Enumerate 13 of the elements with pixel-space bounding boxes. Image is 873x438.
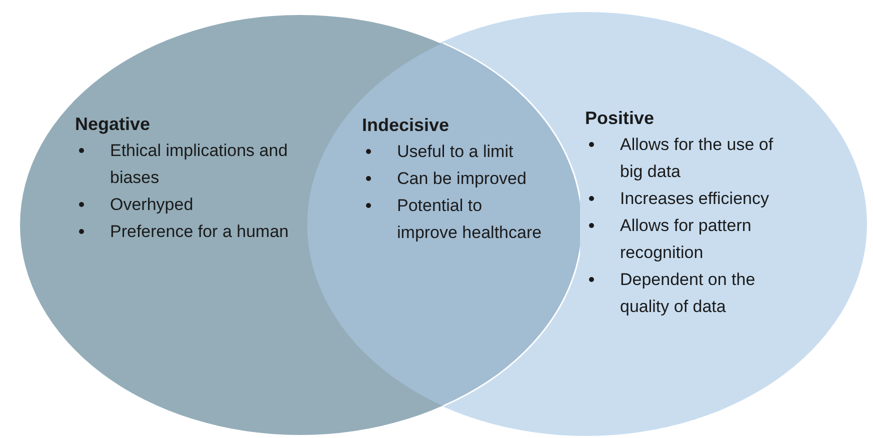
category-heading: Negative <box>75 113 150 136</box>
bullet-text: Can be improved <box>397 168 528 190</box>
category-heading: Indecisive <box>362 114 450 137</box>
bullet-text: Allows for the use of big data <box>620 134 774 183</box>
category-heading: Positive <box>585 107 654 130</box>
bullet-text: Preference for a human <box>110 221 290 243</box>
bullet-text: Useful to a limit <box>397 141 514 163</box>
bullet-text: Allows for pattern recognition <box>620 215 752 264</box>
bullet-text: Potential to improve healthcare <box>397 195 543 244</box>
bullet-text: Overhyped <box>110 194 194 216</box>
bullet-text: Ethical implications and biases <box>110 140 289 189</box>
bullet-text: Dependent on the quality of data <box>620 269 756 318</box>
bullet-text: Increases efficiency <box>620 188 770 210</box>
